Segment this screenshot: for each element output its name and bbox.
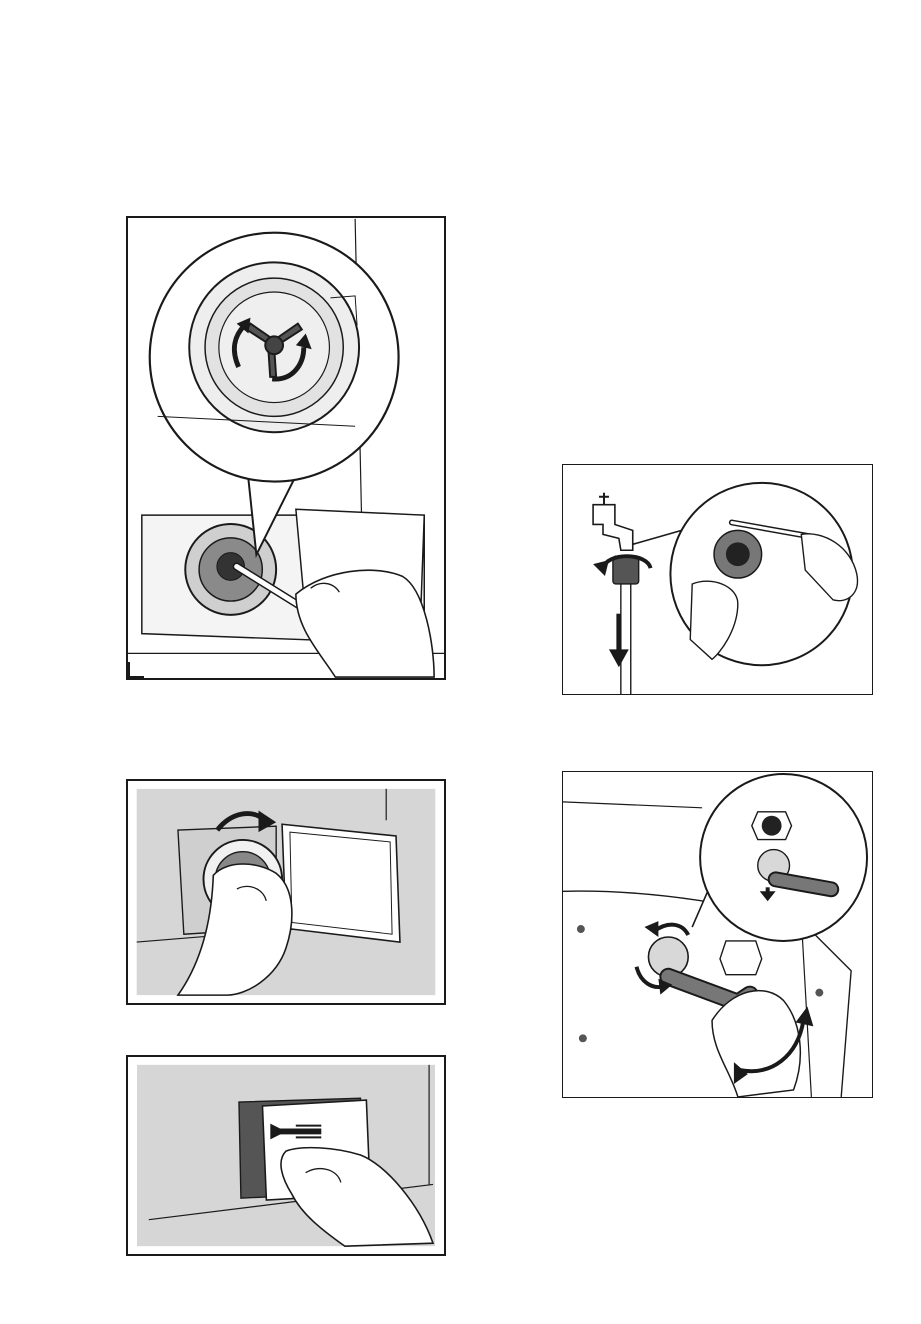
figure-hose-disconnect: [562, 771, 873, 1098]
panel-corner: [128, 662, 144, 678]
figure-tap-filter-cleaning: [562, 464, 873, 695]
figure-filter-reinsert: [126, 779, 446, 1005]
inlet-hose-valve-illustration: [563, 772, 872, 1097]
service-flap-close-illustration: [128, 1057, 444, 1254]
filter-turn-clockwise-illustration: [128, 781, 444, 1003]
figure-filter-cleaning: [126, 216, 446, 680]
drain-filter-cleaning-illustration: [128, 218, 444, 678]
figure-cover-close: [126, 1055, 446, 1256]
inlet-hose-tap-filter-illustration: [563, 465, 872, 694]
